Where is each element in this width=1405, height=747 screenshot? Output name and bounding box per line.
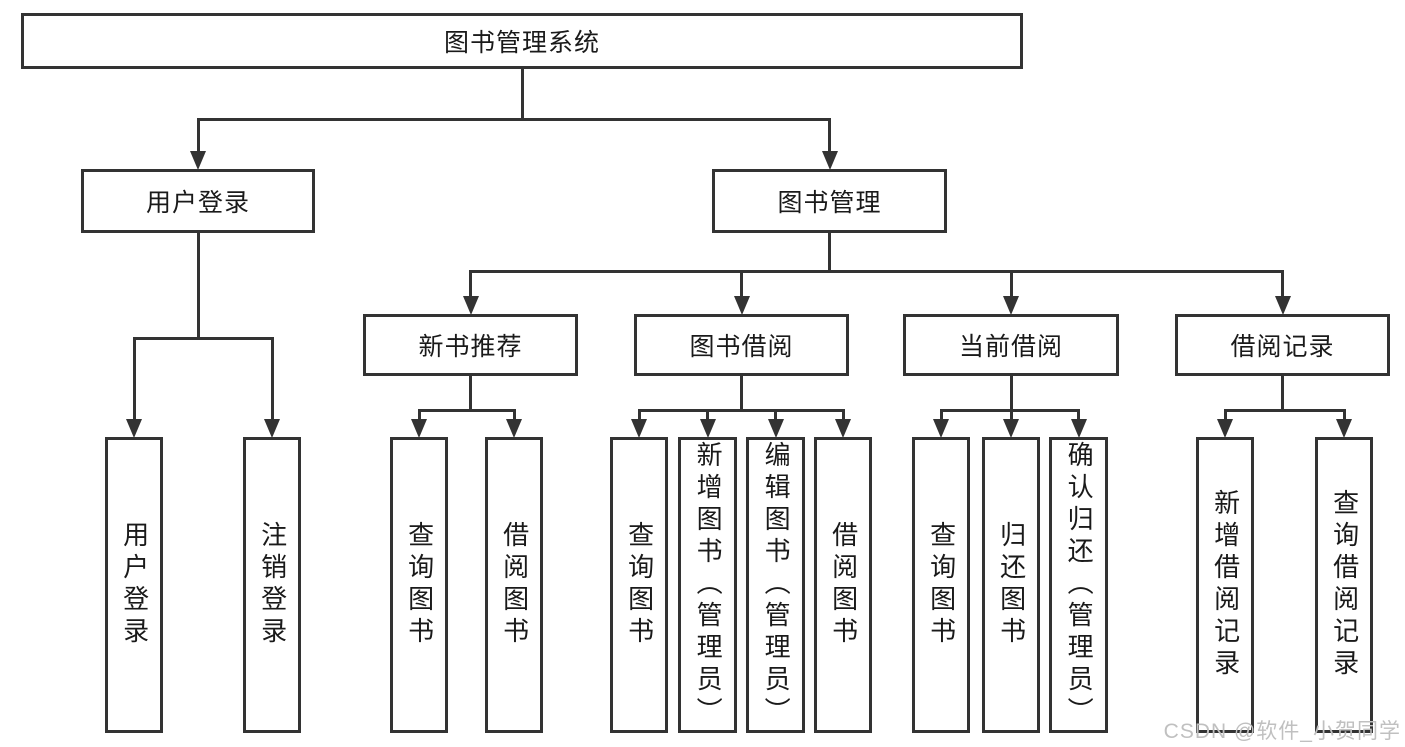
connector-drop-login [132, 337, 136, 422]
node-user-login: 用户登录 [81, 169, 315, 233]
arrowhead-icon-current-borrow [1003, 296, 1019, 315]
node-borrow-records: 借阅记录 [1175, 314, 1390, 376]
arrowhead-icon-logout [264, 419, 280, 438]
connector-rail-new-book-rec [417, 409, 516, 412]
connector-rail-borrow-records [1223, 409, 1346, 412]
arrowhead-icon-cb-query-book [933, 419, 949, 438]
connector-drop-bb-query-book [637, 409, 641, 422]
node-cb-query-book: 查询图书 [912, 437, 970, 733]
node-br-add-record: 新增借阅记录 [1196, 437, 1254, 733]
node-cb-confirm-return: 确认归还（管理员） [1049, 437, 1108, 733]
connector-drop-cb-query-book [939, 409, 943, 422]
connector-drop-br-query-record [1342, 409, 1346, 422]
arrowhead-icon-rec-query-book [411, 419, 427, 438]
connector-drop-bb-add-book [706, 409, 709, 422]
node-label-cb-return-book: 归还图书 [996, 521, 1027, 649]
connector-drop-book-mgmt [828, 118, 831, 154]
arrowhead-icon-new-book-rec [462, 296, 479, 315]
arrowhead-icon-login [126, 419, 142, 438]
connector-stem-current-borrow [1009, 376, 1013, 412]
connector-drop-current-borrow [1009, 270, 1013, 299]
node-rec-query-book: 查询图书 [390, 437, 448, 733]
arrowhead-icon-bb-add-book [699, 419, 716, 438]
node-label-user-login: 用户登录 [145, 189, 250, 217]
connector-drop-cb-confirm-return [1077, 409, 1080, 422]
node-login: 用户登录 [105, 437, 163, 733]
node-label-br-add-record: 新增借阅记录 [1210, 489, 1241, 681]
node-label-bb-edit-book: 编辑图书（管理员） [761, 441, 792, 729]
connector-drop-rec-query-book [417, 409, 421, 422]
node-bb-query-book: 查询图书 [610, 437, 668, 733]
node-label-cb-confirm-return: 确认归还（管理员） [1064, 441, 1095, 729]
arrowhead-icon-rec-borrow-book [506, 419, 522, 438]
connector-stem-user-login [196, 233, 200, 340]
node-label-bb-borrow-book: 借阅图书 [828, 521, 859, 649]
arrowhead-icon-cb-confirm-return [1070, 419, 1087, 438]
connector-rail-book-mgmt [469, 270, 1284, 273]
node-label-book-mgmt: 图书管理 [777, 189, 882, 217]
node-br-query-record: 查询借阅记录 [1315, 437, 1373, 733]
connector-drop-cb-return-book [1009, 409, 1013, 422]
arrowhead-icon-book-mgmt [821, 151, 838, 170]
node-label-borrow-records: 借阅记录 [1230, 333, 1335, 361]
connector-stem-borrow-records [1281, 376, 1284, 412]
arrowhead-icon-bb-edit-book [767, 419, 784, 438]
arrowhead-icon-cb-return-book [1003, 419, 1019, 438]
connector-drop-logout [270, 337, 274, 422]
node-label-current-borrow: 当前借阅 [958, 333, 1063, 361]
node-book-borrow: 图书借阅 [634, 314, 849, 376]
node-label-logout: 注销登录 [257, 521, 288, 649]
arrowhead-icon-borrow-records [1274, 296, 1291, 315]
node-logout: 注销登录 [243, 437, 301, 733]
node-label-book-borrow: 图书借阅 [689, 333, 794, 361]
node-cb-return-book: 归还图书 [982, 437, 1040, 733]
connector-drop-br-add-record [1223, 409, 1227, 422]
connector-drop-rec-borrow-book [512, 409, 516, 422]
node-label-root: 图书管理系统 [443, 29, 600, 57]
connector-rail-root [196, 118, 831, 121]
node-label-login: 用户登录 [119, 521, 150, 649]
node-label-bb-query-book: 查询图书 [624, 521, 655, 649]
connector-drop-bb-borrow-book [841, 409, 845, 422]
node-root: 图书管理系统 [21, 13, 1023, 69]
node-label-rec-borrow-book: 借阅图书 [499, 521, 530, 649]
node-label-new-book-rec: 新书推荐 [418, 333, 523, 361]
connector-stem-root [520, 69, 524, 121]
arrowhead-icon-user-login [190, 151, 206, 170]
connector-drop-book-borrow [740, 270, 743, 299]
node-bb-add-book: 新增图书（管理员） [678, 437, 737, 733]
connector-drop-bb-edit-book [774, 409, 777, 422]
connector-drop-new-book-rec [469, 270, 472, 299]
node-current-borrow: 当前借阅 [903, 314, 1119, 376]
connector-rail-book-borrow [637, 409, 845, 412]
node-book-mgmt: 图书管理 [712, 169, 947, 233]
connector-stem-book-mgmt [828, 233, 831, 273]
connector-rail-user-login [132, 337, 274, 340]
arrowhead-icon-br-query-record [1336, 419, 1352, 438]
connector-stem-new-book-rec [469, 376, 472, 412]
node-new-book-rec: 新书推荐 [363, 314, 578, 376]
arrowhead-icon-bb-borrow-book [835, 419, 851, 438]
node-label-bb-add-book: 新增图书（管理员） [693, 441, 724, 729]
connector-stem-book-borrow [740, 376, 743, 412]
node-label-rec-query-book: 查询图书 [404, 521, 435, 649]
arrowhead-icon-br-add-record [1217, 419, 1233, 438]
connector-drop-borrow-records [1281, 270, 1284, 299]
node-bb-borrow-book: 借阅图书 [814, 437, 872, 733]
csdn-watermark: CSDN @软件_小贺同学 [1163, 720, 1401, 743]
node-bb-edit-book: 编辑图书（管理员） [746, 437, 805, 733]
connector-drop-user-login [196, 118, 200, 154]
arrowhead-icon-bb-query-book [631, 419, 647, 438]
node-label-cb-query-book: 查询图书 [926, 521, 957, 649]
node-rec-borrow-book: 借阅图书 [485, 437, 543, 733]
node-label-br-query-record: 查询借阅记录 [1329, 489, 1360, 681]
arrowhead-icon-book-borrow [733, 296, 750, 315]
